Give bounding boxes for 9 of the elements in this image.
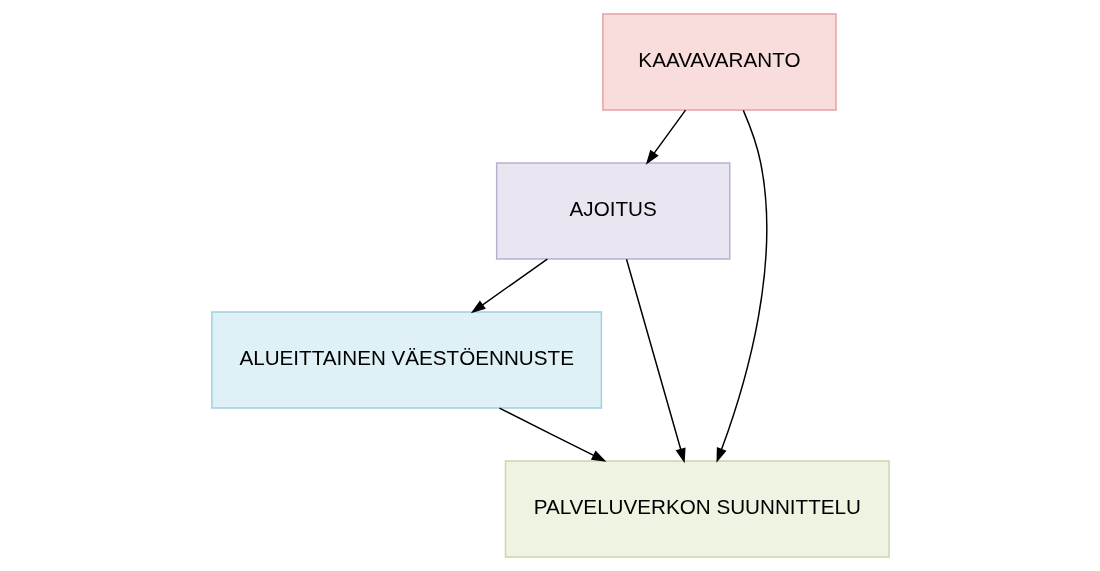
- arrow: [625, 258, 686, 464]
- node-box: PALVELUVERKON SUUNNITTELU: [504, 460, 890, 558]
- node-box: AJOITUS: [495, 162, 730, 260]
- arrow: [470, 258, 548, 314]
- arrow: [645, 109, 686, 165]
- node-box: KAAVAVARANTO: [601, 13, 837, 111]
- node-box: ALUEITTAINEN VÄESTÖENNUSTE: [210, 311, 602, 409]
- arrow: [498, 407, 606, 462]
- arrow: [715, 109, 767, 463]
